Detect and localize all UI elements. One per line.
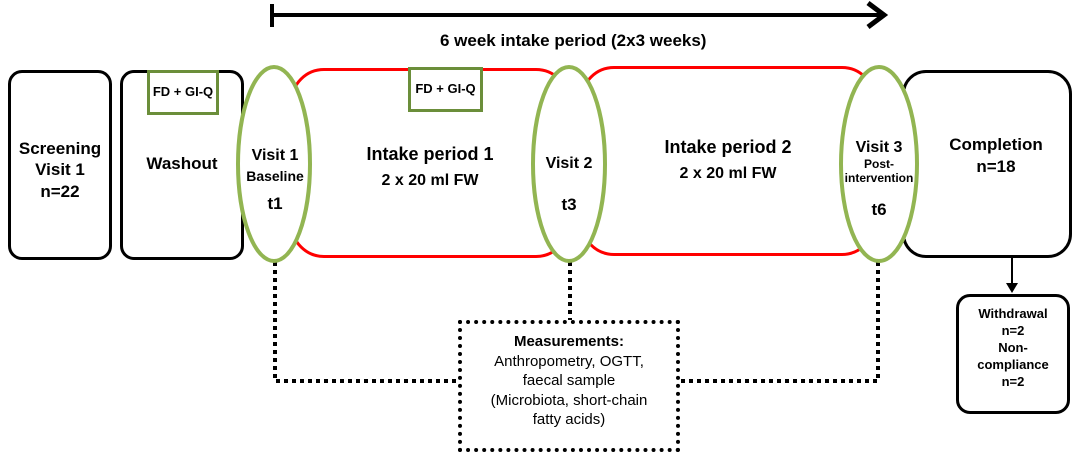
intake-period-1-dose: 2 x 20 ml FW: [381, 172, 479, 189]
completion-count: n=18: [976, 157, 1016, 177]
visit1-title: Visit 1: [251, 147, 299, 164]
intake-period-1-title: Intake period 1: [366, 144, 494, 164]
visit3-dotted-connector: [680, 262, 880, 383]
visit2-ellipse: [531, 65, 607, 263]
washout-fd-giq-tag: [147, 70, 219, 115]
visit1-baseline-label: Baseline: [246, 168, 304, 184]
visit2-title: Visit 2: [545, 155, 593, 172]
completion-box: [902, 70, 1072, 258]
measurements-line-3: (Microbiota, short-chain: [490, 391, 648, 409]
measurements-text: Measurements: Anthropometry, OGTT, faeca…: [458, 332, 680, 430]
measurements-line-4: fatty acids): [532, 411, 606, 428]
intake-period-2-dose: 2 x 20 ml FW: [679, 165, 777, 182]
intake-period-2-box: [580, 66, 876, 256]
measurements-line-2: faecal sample: [522, 372, 616, 389]
withdrawal-count: n=2: [1001, 322, 1025, 338]
intake-period-2-title: Intake period 2: [664, 137, 792, 157]
visit3-subtitle: Post- intervention: [836, 157, 922, 186]
noncompliance-count: n=2: [1001, 373, 1025, 389]
visit1-ellipse: [236, 65, 312, 263]
measurements-line-1: Anthropometry, OGTT,: [494, 352, 644, 370]
completion-title: Completion: [949, 135, 1043, 154]
visit2-time-label: t3: [561, 195, 577, 214]
measurements-box: [458, 320, 680, 452]
visit3-title: Visit 3: [855, 139, 903, 156]
visit3-time-label: t6: [871, 200, 887, 219]
visit3-ellipse: [839, 65, 919, 263]
screening-label: Screening: [18, 139, 102, 158]
visit1-time-label: t1: [267, 194, 283, 213]
timeline-arrowhead-icon: [866, 1, 889, 29]
visit3-intervention-label: intervention: [844, 170, 914, 185]
screening-text: Screening Visit 1 n=22: [8, 138, 112, 202]
completion-text: Completion n=18: [920, 134, 1072, 178]
screening-box: [8, 70, 112, 260]
withdrawal-text: Withdrawal n=2 Non- compliance n=2: [956, 306, 1070, 390]
intake1-fd-giq-tag: [408, 67, 483, 112]
noncompliance-label-2: compliance: [977, 356, 1049, 372]
intake1-fd-giq-label: FD + GI-Q: [415, 81, 476, 96]
screening-count: n=22: [40, 181, 80, 201]
withdrawal-label: Withdrawal: [978, 306, 1048, 321]
washout-fd-giq-label: FD + GI-Q: [152, 84, 214, 99]
withdrawal-arrowhead-icon: [1006, 283, 1018, 293]
noncompliance-label-1: Non-: [998, 339, 1028, 355]
washout-label: Washout: [146, 154, 218, 173]
visit1-dotted-connector: [273, 262, 458, 383]
measurements-title: Measurements:: [513, 333, 625, 350]
visit3-post-label: Post-: [864, 157, 894, 171]
washout-box: [120, 70, 244, 260]
withdrawal-box: [956, 294, 1070, 414]
screening-visit-label: Visit 1: [35, 160, 85, 180]
timeline-label: 6 week intake period (2x3 weeks): [440, 31, 707, 50]
